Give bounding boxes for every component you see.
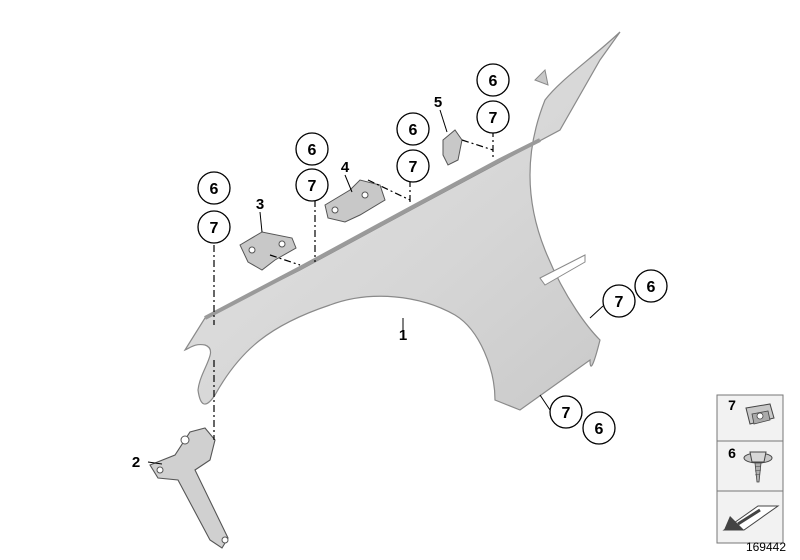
svg-text:6: 6	[409, 122, 418, 139]
callout-center-6: 6	[396, 112, 430, 146]
label-bracket-mid: 4	[341, 159, 350, 176]
svg-text:7: 7	[728, 397, 736, 413]
callout-rear-6: 6	[476, 63, 510, 97]
fender-panel	[183, 31, 621, 411]
diagram-id: 169442	[745, 540, 786, 554]
svg-text:7: 7	[562, 405, 571, 422]
callout-bottom-6: 6	[582, 411, 616, 445]
callout-bottom-7: 7	[549, 395, 583, 429]
svg-text:7: 7	[210, 220, 219, 237]
svg-text:6: 6	[489, 73, 498, 90]
svg-text:7: 7	[409, 159, 418, 176]
label-fender: 1	[399, 327, 407, 344]
label-bracket-front: 3	[256, 196, 264, 213]
svg-text:6: 6	[647, 279, 656, 296]
callout-front-6: 6	[197, 171, 231, 205]
label-lower-bracket: 2	[132, 454, 140, 471]
lower-bracket	[149, 427, 229, 549]
bracket-front	[239, 231, 297, 271]
legend-item-screw: 6	[728, 445, 773, 483]
svg-text:6: 6	[728, 445, 736, 461]
callout-mid-6: 6	[295, 132, 329, 166]
svg-text:7: 7	[615, 294, 624, 311]
legend-box: 7 6	[716, 394, 784, 544]
bracket-mid	[324, 179, 386, 223]
assembly-guides	[213, 130, 494, 440]
callout-rear-7: 7	[476, 100, 510, 134]
screw-icon	[743, 451, 773, 483]
clip-nut-icon	[745, 403, 775, 425]
svg-text:6: 6	[308, 142, 317, 159]
svg-text:6: 6	[210, 181, 219, 198]
svg-text:7: 7	[308, 178, 317, 195]
label-bracket-rear: 5	[434, 94, 442, 111]
svg-text:6: 6	[595, 421, 604, 438]
legend-item-clip-nut: 7	[728, 397, 775, 425]
leader-lines	[147, 109, 604, 465]
callout-side-6: 6	[634, 269, 668, 303]
svg-text:7: 7	[489, 110, 498, 127]
callout-mid-7: 7	[295, 168, 329, 202]
legend-item-orientation	[722, 505, 780, 531]
bracket-rear	[442, 129, 463, 166]
callout-center-7: 7	[396, 149, 430, 183]
callout-front-7: 7	[197, 210, 231, 244]
callout-side-7: 7	[602, 284, 636, 318]
orientation-arrow-icon	[722, 505, 780, 531]
